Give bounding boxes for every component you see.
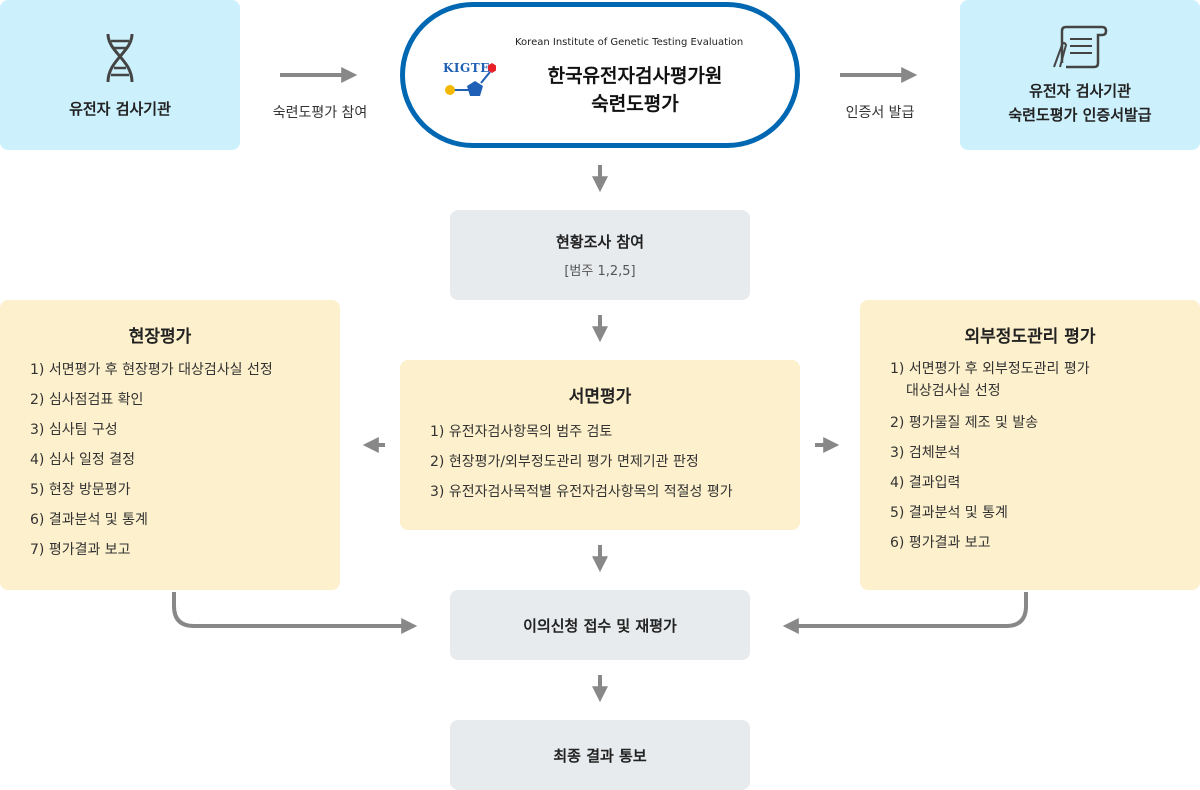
- document-eval-box: 서면평가 1) 유전자검사항목의 범주 검토 2) 현장평가/외부정도관리 평가…: [400, 360, 800, 530]
- kigte-logo: KIGTE: [443, 59, 503, 103]
- list-item: 4) 심사 일정 결정: [30, 452, 135, 468]
- list-item: 2) 현장평가/외부정도관리 평가 면제기관 판정: [430, 454, 699, 470]
- logo-text: KIGTE: [443, 61, 490, 75]
- final-title: 최종 결과 통보: [553, 746, 647, 765]
- center-title-line2: 숙련도평가: [591, 93, 679, 115]
- site-eval-box: 현장평가 1) 서면평가 후 현장평가 대상검사실 선정 2) 심사점검표 확인…: [0, 300, 340, 590]
- list-item: 5) 결과분석 및 통계: [890, 505, 1008, 521]
- certificate-title: 유전자 검사기관 숙련도평가 인증서발급: [1008, 79, 1151, 127]
- institution-title: 유전자 검사기관: [69, 99, 171, 118]
- center-title-line1: 한국유전자검사평가원: [547, 65, 723, 87]
- english-name: Korean Institute of Genetic Testing Eval…: [515, 37, 744, 48]
- external-eval-item1: 1) 서면평가 후 외부정도관리 평가 대상검사실 선정: [890, 358, 1090, 402]
- kigte-evaluation-pill: Korean Institute of Genetic Testing Eval…: [400, 2, 800, 148]
- kigte-logo-mark-icon: [445, 63, 496, 96]
- list-item: 3) 심사팀 구성: [30, 422, 118, 438]
- list-item: 3) 검체분석: [890, 445, 961, 461]
- list-item-continuation: 대상검사실 선정: [906, 383, 1001, 399]
- connector-external-to-appeal: [782, 592, 1028, 634]
- center-title: 한국유전자검사평가원 숙련도평가: [515, 62, 755, 118]
- list-item: 7) 평가결과 보고: [30, 542, 131, 558]
- external-eval-title: 외부정도관리 평가: [964, 327, 1096, 347]
- document-eval-list: 1) 유전자검사항목의 범주 검토 2) 현장평가/외부정도관리 평가 면제기관…: [430, 417, 733, 507]
- connector-site-to-appeal: [172, 592, 418, 634]
- survey-subtitle: [범주 1,2,5]: [564, 264, 636, 279]
- site-eval-title: 현장평가: [128, 327, 192, 347]
- certificate-title-line1: 유전자 검사기관: [1029, 82, 1131, 100]
- list-item: 2) 평가물질 제조 및 발송: [890, 415, 1039, 431]
- certificate-issue-label: 인증서 발급: [845, 105, 915, 121]
- appeal-title: 이의신청 접수 및 재평가: [523, 616, 677, 635]
- list-item: 1) 서면평가 후 현장평가 대상검사실 선정: [30, 362, 273, 378]
- certificate-scroll-icon: [1053, 25, 1108, 69]
- genetic-testing-institution-box: 유전자 검사기관: [0, 0, 240, 150]
- list-item: 6) 결과분석 및 통계: [30, 512, 148, 528]
- certificate-title-line2: 숙련도평가 인증서발급: [1008, 106, 1152, 124]
- final-result-box: 최종 결과 통보: [450, 720, 750, 790]
- list-item: 4) 결과입력: [890, 475, 961, 491]
- participate-label: 숙련도평가 참여: [272, 105, 368, 121]
- survey-title: 현황조사 참여: [555, 233, 645, 251]
- list-item: 1) 서면평가 후 외부정도관리 평가: [890, 361, 1090, 377]
- list-item: 3) 유전자검사목적별 유전자검사항목의 적절성 평가: [430, 484, 733, 500]
- list-item: 5) 현장 방문평가: [30, 482, 131, 498]
- appeal-box: 이의신청 접수 및 재평가: [450, 590, 750, 660]
- certificate-box: 유전자 검사기관 숙련도평가 인증서발급: [960, 0, 1200, 150]
- list-item: 6) 평가결과 보고: [890, 535, 991, 551]
- list-item: 1) 유전자검사항목의 범주 검토: [430, 424, 613, 440]
- site-eval-list: 1) 서면평가 후 현장평가 대상검사실 선정 2) 심사점검표 확인 3) 심…: [30, 355, 273, 565]
- dna-icon: [106, 33, 134, 82]
- list-item: 2) 심사점검표 확인: [30, 392, 144, 408]
- external-eval-box: 외부정도관리 평가 1) 서면평가 후 외부정도관리 평가 대상검사실 선정 2…: [860, 300, 1200, 590]
- survey-box: 현황조사 참여 [범주 1,2,5]: [450, 210, 750, 300]
- external-eval-list: 2) 평가물질 제조 및 발송 3) 검체분석 4) 결과입력 5) 결과분석 …: [890, 408, 1038, 558]
- document-eval-title: 서면평가: [568, 387, 632, 407]
